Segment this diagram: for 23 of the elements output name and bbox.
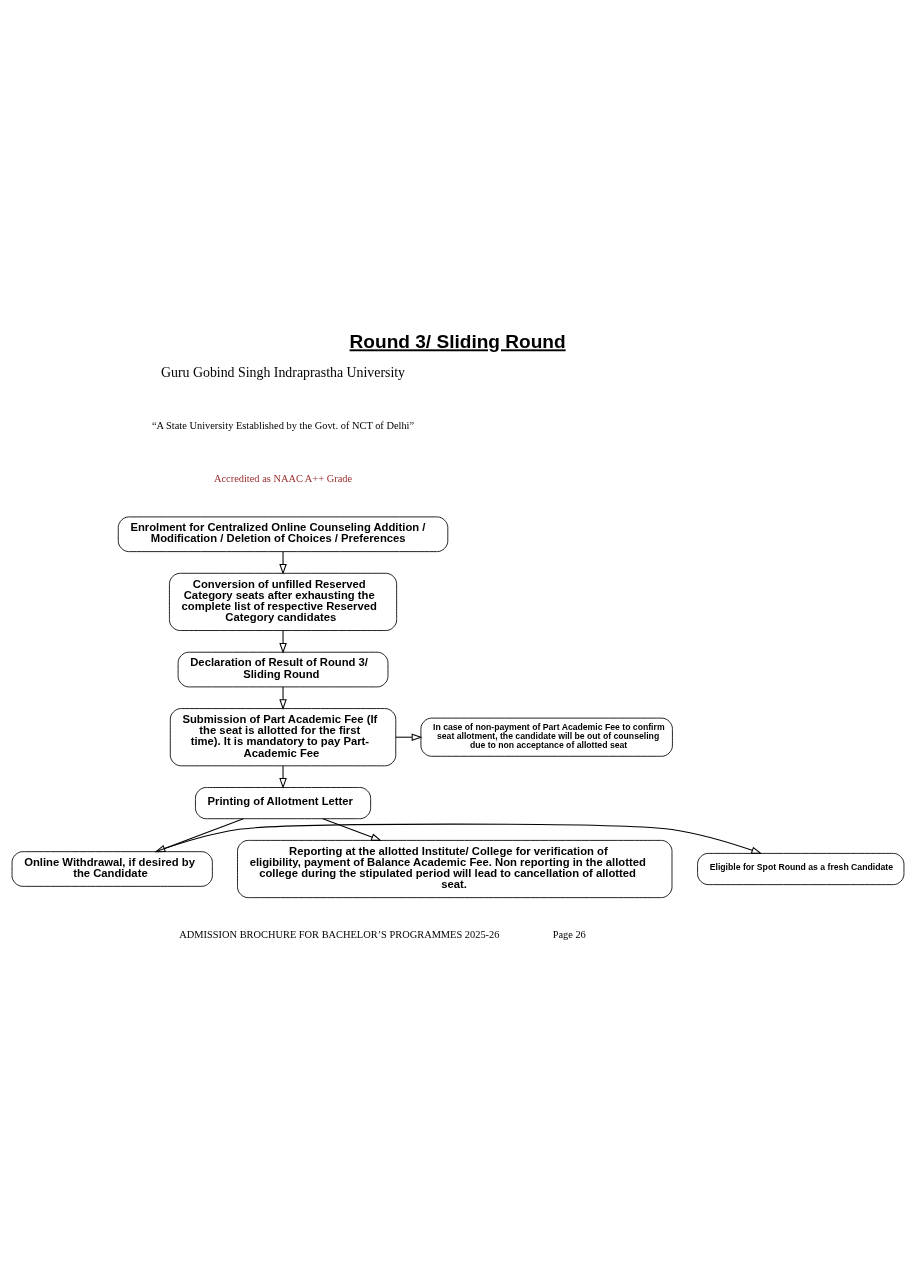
label: ADMISSION BROCHURE FOR BACHELOR’S PROGRAMMES 2025-26 bbox=[179, 928, 500, 940]
node-box: Enrolment for Centralized Online Counseling Addition / Modification / Deletion of Choices / Preferences bbox=[117, 516, 449, 552]
arrow bbox=[279, 686, 287, 710]
arrow bbox=[279, 550, 287, 575]
label: Accredited as NAAC A++ Grade bbox=[213, 472, 353, 484]
arrow bbox=[155, 823, 763, 854]
node-box: Submission of Part Academic Fee (If the seat is allotted for the first time). It is mandatory to pay Part-Academic Fee bbox=[169, 707, 397, 766]
label: Page 26 bbox=[552, 928, 586, 940]
node-box: Eligible for Spot Round as a fresh Candidate bbox=[697, 852, 905, 885]
node-box: Printing of Allotment Letter bbox=[195, 786, 372, 819]
label: Guru Gobind Singh Indraprastha University bbox=[161, 364, 406, 380]
arrow bbox=[395, 732, 423, 741]
node-box: Reporting at the allotted Institute/ College for verification of eligibility, payment of Balance Academic Fee. Non reporting in the allotted college during the stipulated period will lead to cancellation of allotted seat. bbox=[237, 839, 673, 898]
arrow bbox=[279, 765, 287, 789]
node-box: Declaration of Result of Round 3/ Sliding Round bbox=[177, 651, 389, 687]
diagram-title: Round 3/ Sliding Round bbox=[349, 330, 566, 352]
label: “A State University Established by the Govt. of NCT of Delhi” bbox=[151, 419, 415, 431]
arrow bbox=[154, 817, 244, 852]
arrow bbox=[322, 817, 382, 841]
arrow bbox=[279, 629, 287, 654]
node-box: Online Withdrawal, if desired by the Candidate bbox=[11, 850, 213, 887]
node-box: In case of non-payment of Part Academic Fee to confirm seat allotment, the candidate will be out of counseling due to non acceptance of allotted seat bbox=[420, 717, 673, 757]
node-box: Conversion of unfilled Reserved Category seats after exhausting the complete list of respective Reserved Category candidates bbox=[169, 572, 398, 631]
